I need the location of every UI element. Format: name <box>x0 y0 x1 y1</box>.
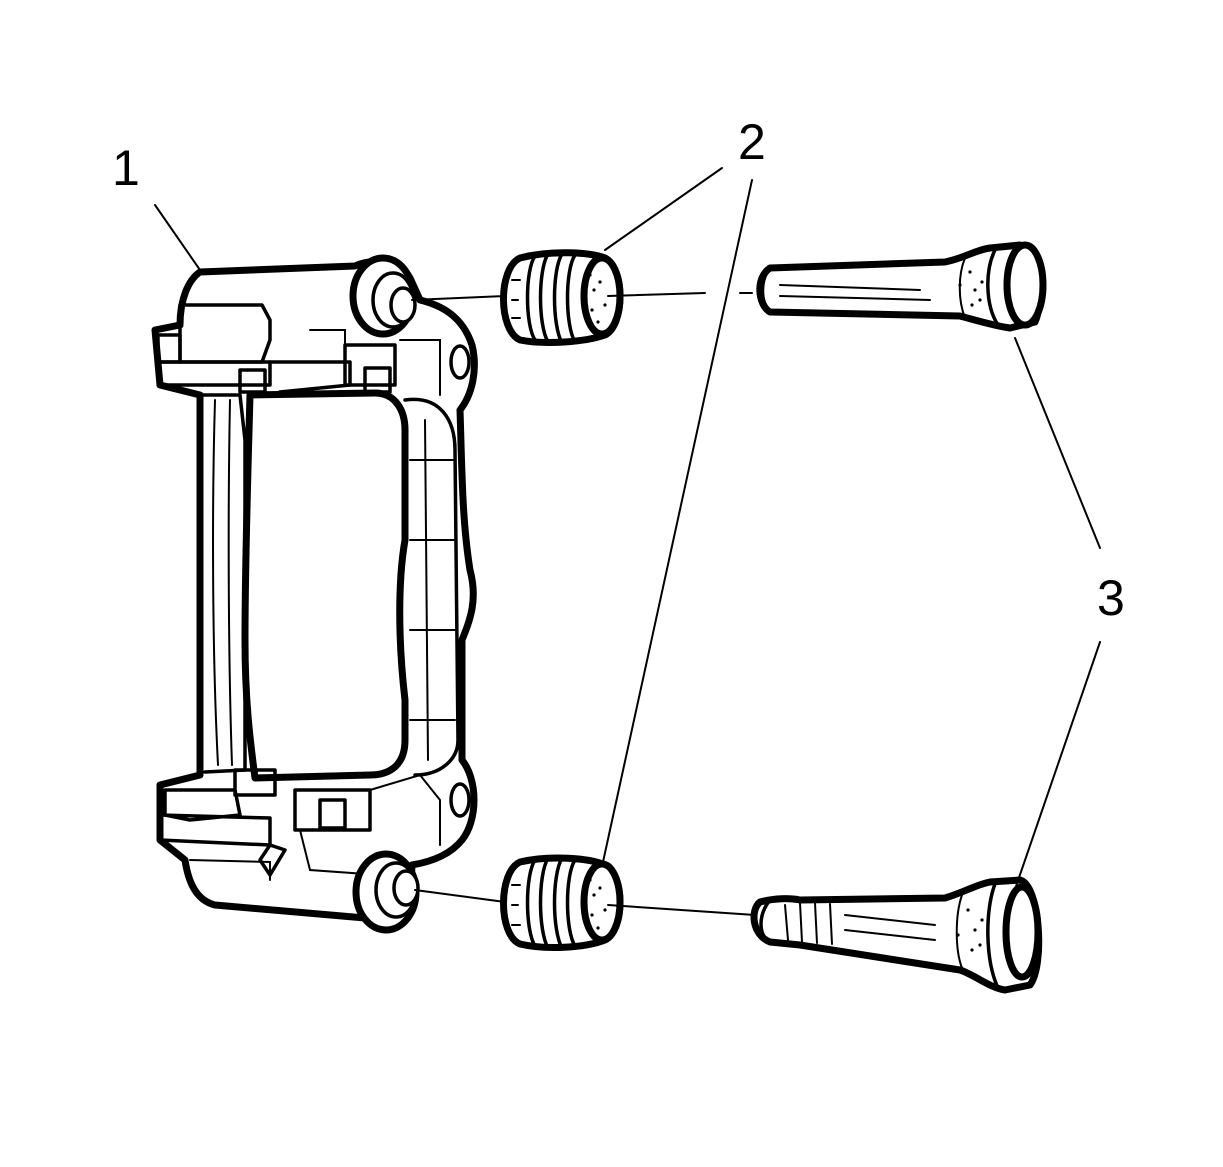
leader-lines <box>154 167 1101 899</box>
callout-3: 3 <box>1097 570 1125 626</box>
leader-line-2-lower <box>602 179 753 863</box>
callout-1: 1 <box>112 140 140 196</box>
guide-pin-boot-lower <box>500 854 624 951</box>
leader-line-1 <box>154 204 201 271</box>
guide-pin-lower <box>750 876 1043 994</box>
leader-line-2-upper <box>604 167 723 251</box>
caliper-bracket <box>151 254 478 934</box>
leader-line-3-upper <box>1014 337 1101 549</box>
guide-pin-boot-upper <box>500 249 624 346</box>
guide-pin-upper <box>756 241 1047 332</box>
callout-2: 2 <box>738 114 766 170</box>
leader-line-3-lower <box>1011 641 1101 899</box>
assembly-centerlines <box>411 292 756 916</box>
